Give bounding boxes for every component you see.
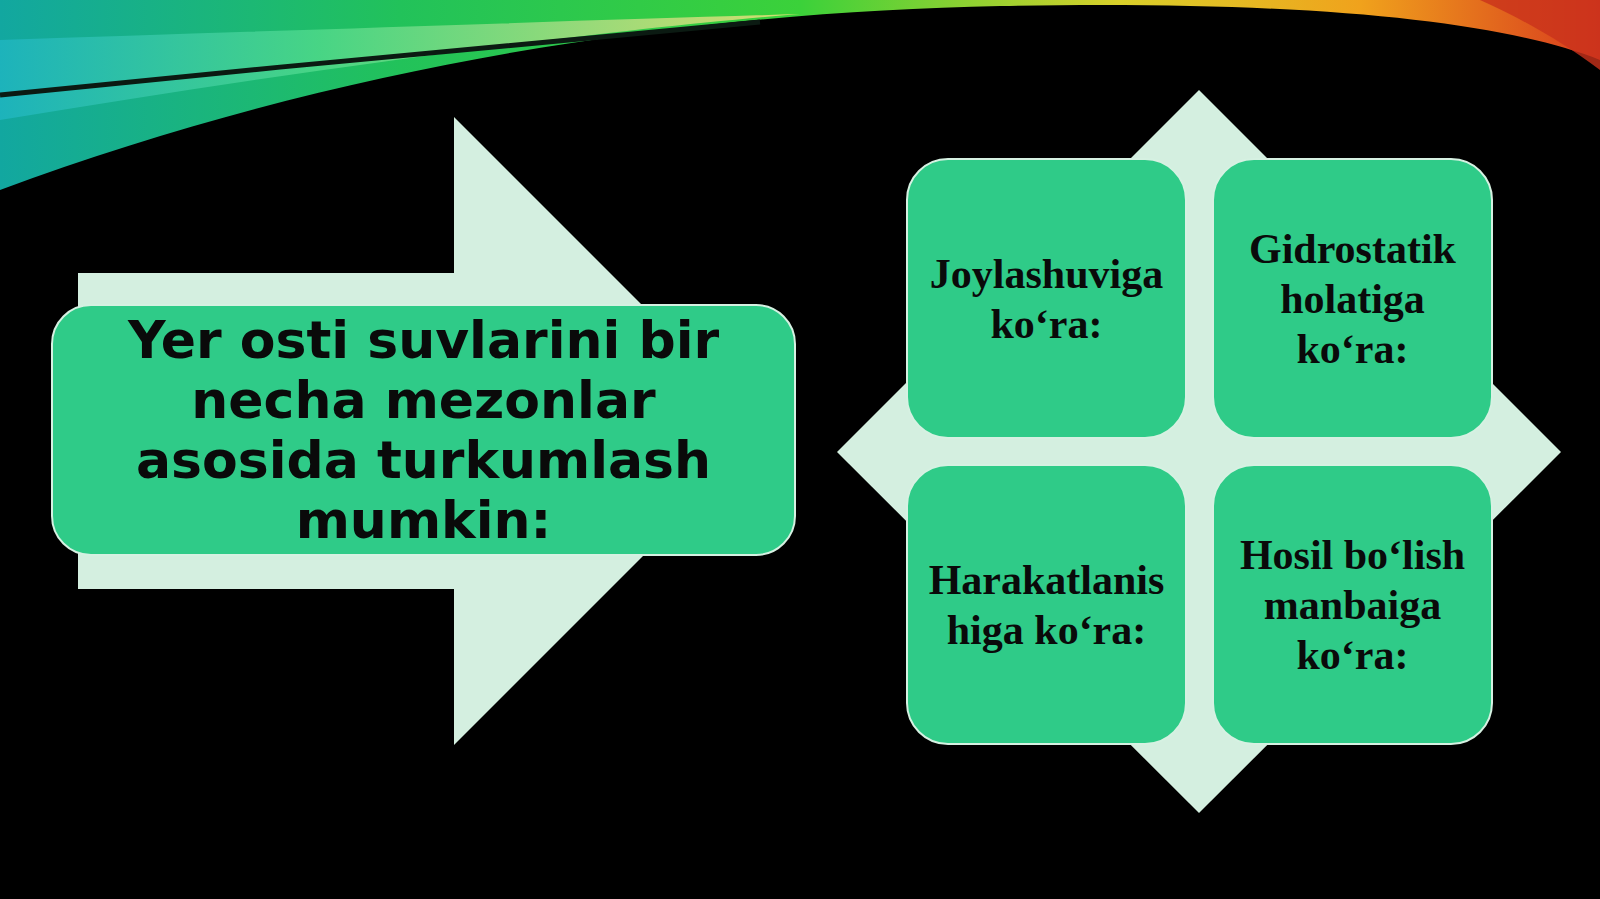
criterion-box: Harakatlanishiga ko‘ra: bbox=[906, 464, 1187, 745]
header-swoosh-highlight bbox=[0, 14, 800, 120]
box-label: Hosil bo‘lish manbaiga ko‘ra: bbox=[1230, 530, 1475, 680]
criterion-box: Joylashuviga ko‘ra: bbox=[906, 158, 1187, 439]
criterion-box: Gidrostatik holatiga ko‘ra: bbox=[1212, 158, 1493, 439]
header-swoosh-line bbox=[0, 22, 760, 95]
background-diamond bbox=[837, 90, 1561, 813]
box-label: Harakatlanishiga ko‘ra: bbox=[924, 555, 1169, 655]
header-swoosh-corner bbox=[1480, 0, 1600, 70]
criterion-box: Hosil bo‘lish manbaiga ko‘ra: bbox=[1212, 464, 1493, 745]
box-label: Gidrostatik holatiga ko‘ra: bbox=[1230, 224, 1475, 374]
box-label: Yer osti suvlarini bir necha mezonlar as… bbox=[77, 310, 770, 550]
statement-box: Yer osti suvlarini bir necha mezonlar as… bbox=[51, 304, 796, 556]
box-label: Joylashuviga ko‘ra: bbox=[924, 249, 1169, 349]
